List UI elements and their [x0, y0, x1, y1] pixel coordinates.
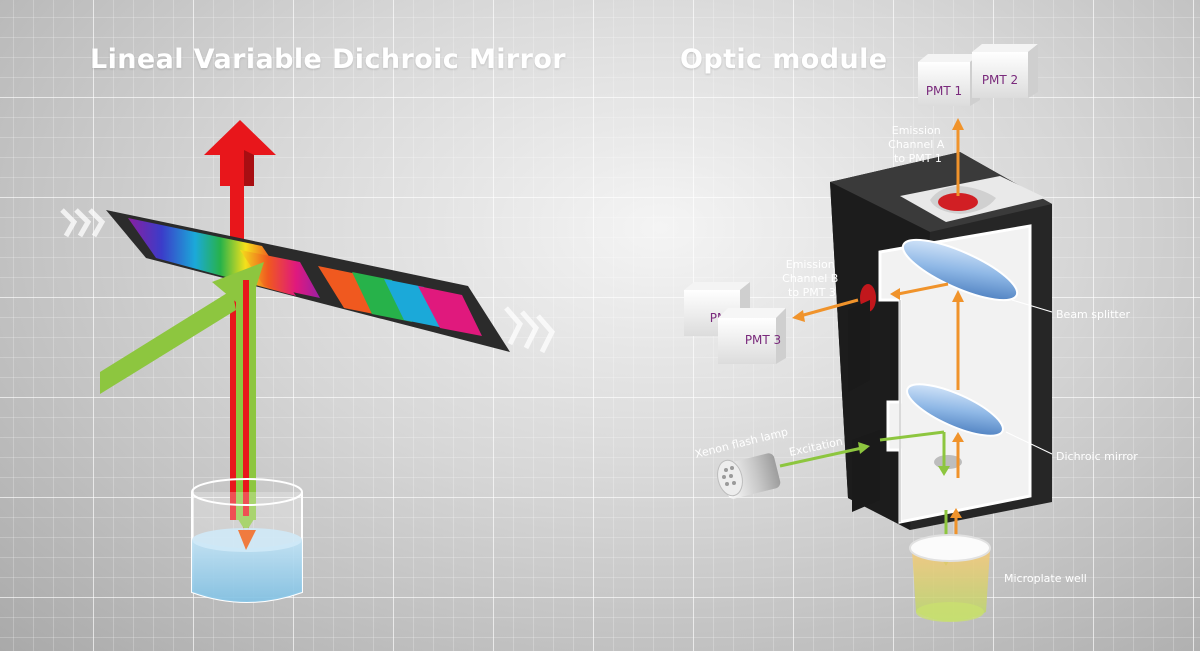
microplate-well-label: Microplate well — [1004, 572, 1087, 585]
emission-a-label: Emission Channel A to PMT 1 — [888, 124, 948, 165]
pmt2-label: PMT 2 — [982, 73, 1018, 87]
xenon-lamp — [714, 452, 782, 500]
sample-beaker — [192, 479, 302, 602]
pmt1-cube: PMT 1 — [918, 54, 980, 106]
motion-chevrons-left-icon — [62, 210, 102, 236]
beam-splitter-label: Beam splitter — [1056, 308, 1130, 321]
pmt3-cube: PMT 3 — [718, 308, 786, 364]
pmt1-label: PMT 1 — [926, 84, 962, 98]
motion-chevrons-right-icon — [506, 308, 552, 352]
xenon-lamp-label: Xenon flash lamp — [694, 425, 790, 461]
pmt3-label: PMT 3 — [745, 333, 781, 347]
optic-module-body — [830, 152, 1052, 530]
pmt2-cube: PMT 2 — [972, 44, 1038, 98]
microplate-well — [910, 535, 990, 622]
emission-b-label: Emission Channel B to PMT 3 — [782, 258, 842, 299]
dichroic-mirror-label: Dichroic mirror — [1056, 450, 1138, 463]
